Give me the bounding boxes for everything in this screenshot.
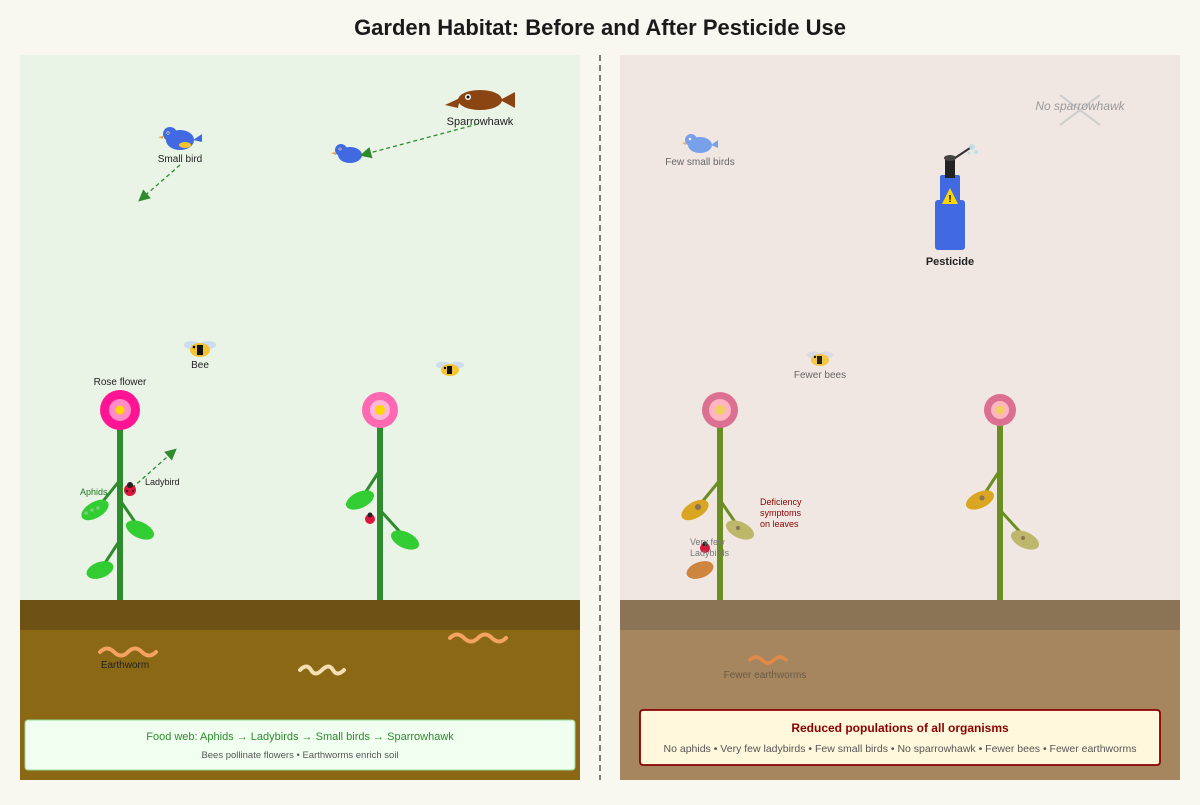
pesticide-label: Pesticide	[926, 256, 974, 268]
earthworm-icon	[298, 664, 346, 676]
ladybird-label: Ladybird	[145, 477, 180, 487]
rose-flower-label: Rose flower	[94, 377, 147, 388]
no-sparrowhawk-label: No sparrowhawk	[1035, 99, 1125, 113]
sparrowhawk-label: Sparrowhawk	[447, 116, 514, 128]
bee-icon	[807, 351, 833, 366]
rose-flower-icon	[702, 392, 738, 428]
food-web-text: Food web: Aphids → Ladybirds → Small bir…	[146, 731, 454, 743]
rose-plant	[81, 390, 155, 600]
earthworm-icon	[748, 655, 788, 665]
rose-plant	[965, 394, 1040, 600]
rose-plant	[681, 392, 755, 600]
fewer-bees-label: Fewer bees	[794, 370, 846, 381]
ladybird-icon	[365, 512, 375, 524]
small-bird-label: Small bird	[158, 154, 202, 165]
ladybird-icon	[700, 541, 710, 553]
small-bird-icon	[158, 127, 202, 150]
cross-icon	[1059, 94, 1101, 126]
after-panel: No sparrowhawk Few small birds ! Pesti	[620, 55, 1180, 780]
sparrowhawk-icon	[445, 90, 515, 110]
fewer-earthworms-label: Fewer earthworms	[724, 670, 807, 681]
reduced-populations-box	[639, 709, 1161, 766]
earthworm-icon	[98, 646, 158, 658]
page-title: Garden Habitat: Before and After Pestici…	[354, 15, 846, 40]
aphids-label: Aphids	[80, 487, 108, 497]
bee-label: Bee	[191, 360, 209, 371]
rose-flower-icon	[362, 392, 398, 428]
small-bird-icon	[331, 144, 362, 163]
rose-flower-icon	[100, 390, 140, 430]
before-panel: Sparrowhawk Small bird	[20, 55, 580, 780]
few-small-birds-label: Few small birds	[665, 157, 734, 168]
rose-flower-icon	[984, 394, 1016, 426]
arrow-ladybird-to-bird	[138, 164, 181, 202]
small-bird-icon	[682, 134, 718, 153]
ladybird-icon	[124, 482, 136, 496]
after-soil-top	[620, 600, 1180, 630]
few-ladybirds-label: Very few Ladybirds	[690, 537, 730, 558]
rose-plant	[345, 392, 420, 600]
ecosystem-services-text: Bees pollinate flowers • Earthworms enri…	[201, 750, 398, 761]
arrow-aphid-to-ladybird	[131, 448, 177, 489]
earthworm-label: Earthworm	[101, 660, 149, 671]
bee-icon	[184, 341, 216, 357]
warning-icon: !	[942, 188, 958, 205]
pesticide-bottle-icon: !	[935, 144, 978, 250]
aphid-icon	[84, 506, 100, 515]
svg-text:!: !	[948, 194, 951, 205]
arrow-bird-to-sparrowhawk	[359, 123, 479, 159]
deficiency-label: Deficiency symptoms on leaves	[760, 497, 804, 529]
food-web-box	[24, 719, 576, 771]
bee-icon	[436, 361, 464, 376]
reduced-populations-list: No aphids • Very few ladybirds • Few sma…	[664, 743, 1137, 755]
before-soil-top	[20, 600, 580, 630]
earthworm-icon	[448, 632, 508, 644]
reduced-populations-title: Reduced populations of all organisms	[791, 721, 1009, 735]
